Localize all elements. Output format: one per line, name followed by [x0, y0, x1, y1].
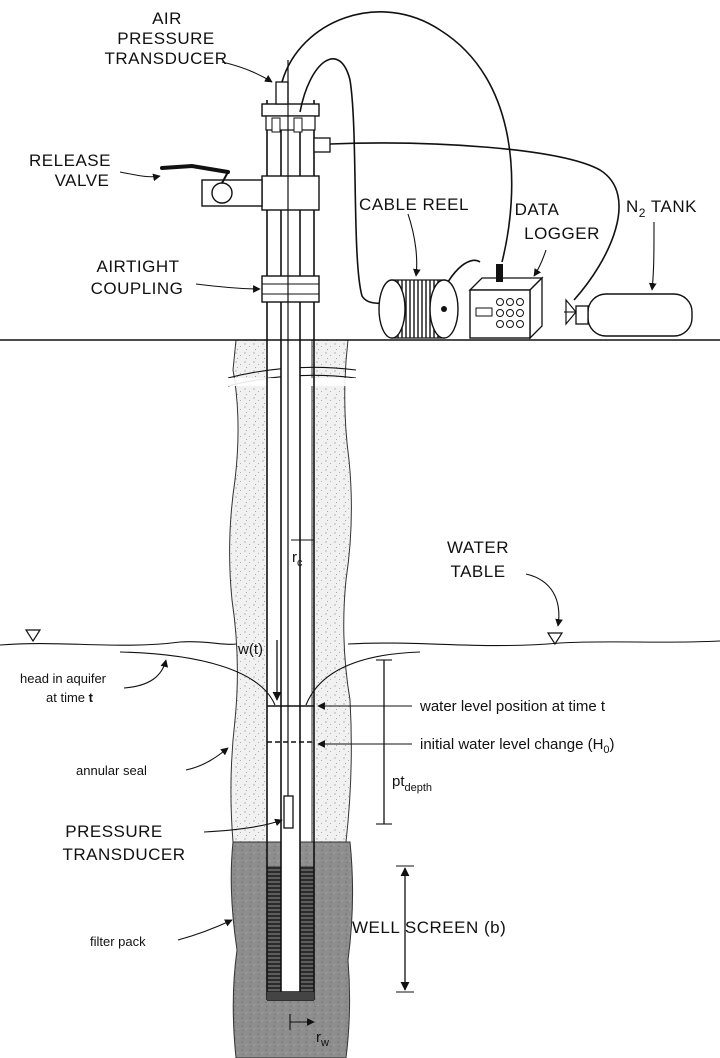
leader-data-logger [533, 249, 547, 277]
leader-airtight-coupling [195, 283, 261, 293]
label-rw: rw [316, 1029, 329, 1049]
gas-line-to-tank [329, 142, 620, 301]
leader-release-valve [119, 171, 161, 182]
n2-tank [564, 293, 693, 337]
tee-fitting [261, 175, 320, 211]
leader-n2-tank [648, 221, 657, 291]
label-head-aquifer-2: at time t [46, 690, 94, 705]
label-wt: w(t) [237, 641, 263, 658]
label-airtight-coupling-1: AIRTIGHT [96, 257, 179, 276]
leader-cable-reel [407, 213, 421, 277]
label-pt-depth: ptdepth [392, 773, 432, 794]
borehole [227, 100, 358, 1058]
well-cap [261, 103, 320, 117]
label-airtight-coupling-2: COUPLING [91, 279, 184, 298]
casing-interior [281, 340, 300, 992]
well-screen-left [267, 866, 281, 992]
cable-well-to-reel [299, 58, 401, 305]
label-data-logger-2: LOGGER [524, 224, 600, 243]
label-water-table-1: WATER [447, 538, 509, 557]
pressure-transducer-body [283, 795, 294, 829]
water-table-symbol-right [546, 632, 564, 646]
wellhead [160, 81, 331, 303]
label-annular-seal: annular seal [76, 763, 147, 778]
label-rc: rc [292, 549, 303, 569]
water-table-right [347, 640, 720, 647]
label-water-table-2: TABLE [450, 562, 505, 581]
drawdown-cone-right [305, 651, 421, 706]
label-well-screen: WELL SCREEN (b) [352, 918, 506, 937]
label-head-aquifer-1: head in aquifer [20, 671, 107, 686]
leader-air-transducer [221, 61, 273, 83]
leader-annular-seal [185, 747, 229, 771]
label-pressure-transducer-1: PRESSURE [65, 822, 163, 841]
data-logger [468, 264, 544, 340]
label-release-valve-2: VALVE [55, 171, 110, 190]
annular-seal-right [311, 339, 352, 843]
label-data-logger-1: DATA [515, 200, 560, 219]
label-air-pressure-transducer-2: PRESSURE [117, 29, 215, 48]
leader-pressure-transducer [203, 818, 283, 833]
cable-air-transducer-to-logger [281, 11, 513, 263]
gas-inlet-port [313, 137, 331, 153]
annular-seal-left [229, 339, 268, 843]
label-air-pressure-transducer-1: AIR [152, 9, 182, 28]
airtight-coupling [261, 275, 320, 303]
drawdown-cone-left [119, 651, 276, 706]
leader-water-table [525, 573, 563, 627]
water-table-symbol-left [24, 629, 42, 643]
label-pressure-transducer-2: TRANSDUCER [62, 845, 185, 864]
well-screen-right [300, 866, 314, 992]
label-water-level-position: water level position at time t [419, 698, 606, 715]
label-filter-pack: filter pack [90, 934, 146, 949]
label-air-pressure-transducer-3: TRANSDUCER [104, 49, 227, 68]
leader-head-aquifer [123, 659, 169, 689]
label-cable-reel: CABLE REEL [359, 195, 469, 214]
label-release-valve-1: RELEASE [29, 151, 111, 170]
label-n2-tank: N2 TANK [626, 197, 697, 220]
leader-filter-pack [177, 919, 233, 941]
air-transducer-fitting [275, 81, 289, 105]
cable-reel [378, 279, 459, 339]
water-table-left [0, 641, 237, 646]
label-initial-water-level: initial water level change (H0) [420, 736, 615, 756]
